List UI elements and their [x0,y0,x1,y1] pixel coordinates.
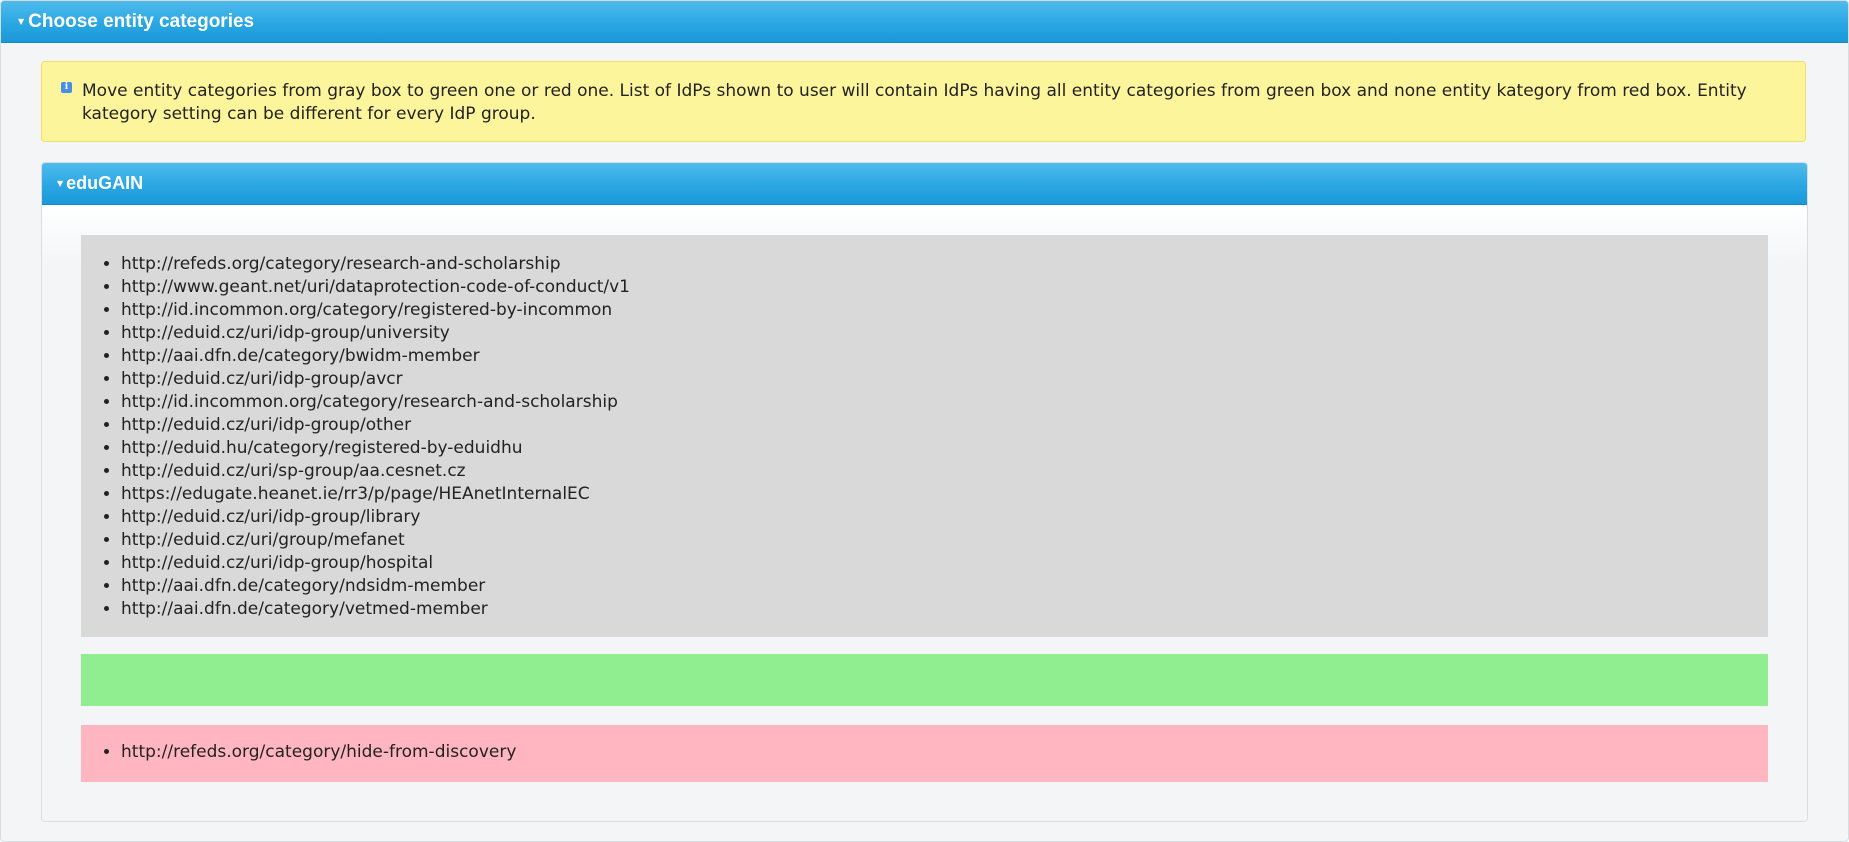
category-item[interactable]: https://edugate.heanet.ie/rr3/p/page/HEA… [121,483,1768,506]
category-item[interactable]: http://eduid.cz/uri/idp-group/university [121,322,1768,345]
caret-down-icon[interactable]: ▼ [18,16,25,26]
excluded-categories-list: http://refeds.org/category/hide-from-dis… [81,741,1768,764]
category-item[interactable]: http://eduid.cz/uri/idp-group/other [121,414,1768,437]
category-item[interactable]: http://id.incommon.org/category/research… [121,391,1768,414]
excluded-categories-box[interactable]: http://refeds.org/category/hide-from-dis… [81,725,1768,782]
category-item[interactable]: http://refeds.org/category/hide-from-dis… [121,741,1768,764]
category-item[interactable]: http://eduid.cz/uri/idp-group/library [121,506,1768,529]
category-item[interactable]: http://eduid.cz/uri/idp-group/avcr [121,368,1768,391]
caret-down-icon[interactable]: ▼ [57,178,64,188]
info-icon: i [61,82,72,93]
category-item[interactable]: http://eduid.cz/uri/idp-group/hospital [121,552,1768,575]
group-title: eduGAIN [66,173,144,193]
group-header[interactable]: ▼ eduGAIN [42,163,1807,205]
category-item[interactable]: http://eduid.cz/uri/sp-group/aa.cesnet.c… [121,460,1768,483]
category-item[interactable]: http://eduid.hu/category/registered-by-e… [121,437,1768,460]
available-categories-box[interactable]: http://refeds.org/category/research-and-… [81,235,1768,637]
category-item[interactable]: http://www.geant.net/uri/dataprotection-… [121,276,1768,299]
idp-group-panel: ▼ eduGAIN http://refeds.org/category/res… [41,162,1808,822]
category-item[interactable]: http://aai.dfn.de/category/vetmed-member [121,598,1768,621]
category-item[interactable]: http://refeds.org/category/research-and-… [121,253,1768,276]
available-categories-list: http://refeds.org/category/research-and-… [81,253,1768,621]
required-categories-box[interactable] [81,654,1768,706]
category-item[interactable]: http://id.incommon.org/category/register… [121,299,1768,322]
category-item[interactable]: http://aai.dfn.de/category/ndsidm-member [121,575,1768,598]
category-item[interactable]: http://eduid.cz/uri/group/mefanet [121,529,1768,552]
info-text: Move entity categories from gray box to … [82,81,1747,124]
info-message: i Move entity categories from gray box t… [41,61,1806,142]
category-item[interactable]: http://aai.dfn.de/category/bwidm-member [121,345,1768,368]
panel-header[interactable]: ▼ Choose entity categories [1,1,1848,43]
panel-title: Choose entity categories [28,10,255,32]
